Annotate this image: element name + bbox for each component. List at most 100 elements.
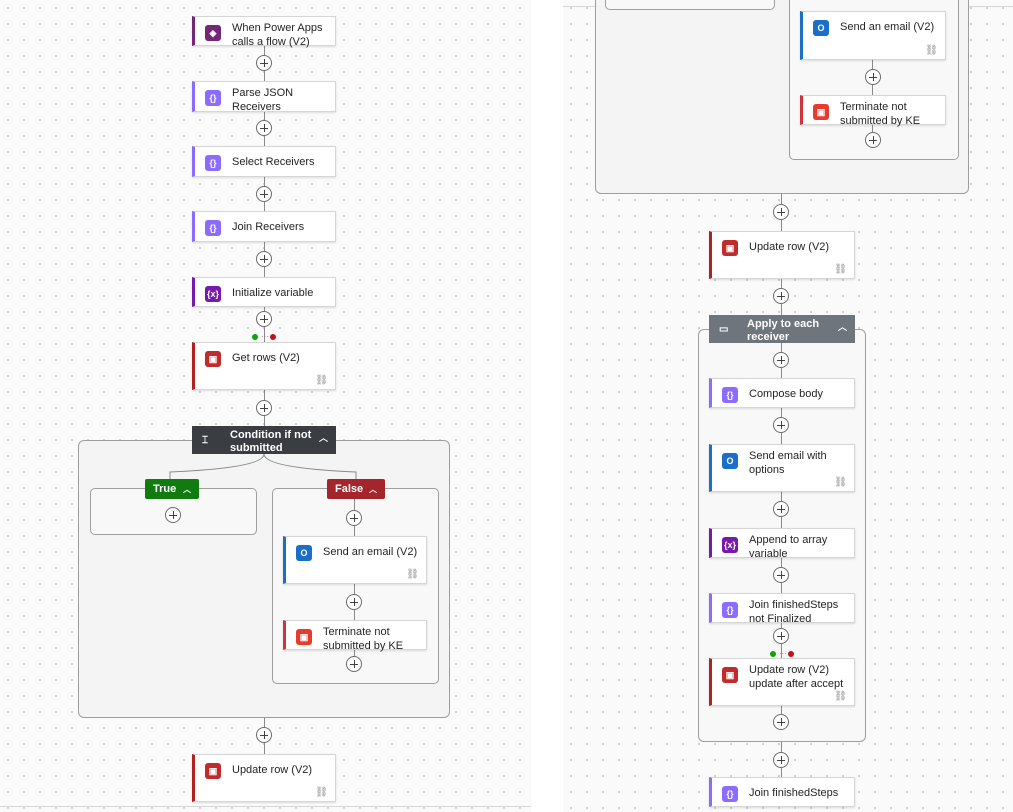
terminate-card[interactable]: ▣ Terminate not submitted by KE	[800, 95, 946, 127]
add-step-button[interactable]	[773, 417, 789, 433]
apply-to-each-header[interactable]: ▭ Apply to each receiver ︿	[709, 315, 855, 343]
link-icon: ⛓	[315, 375, 328, 386]
chevron-up-icon[interactable]: ︿	[837, 322, 847, 332]
send-email-options-label: Send email with options	[749, 450, 827, 476]
terminate-icon: ▣	[296, 629, 312, 645]
excel-icon: ▣	[722, 667, 738, 683]
update-row-accept-card[interactable]: ▣ Update row (V2) update after accept ⛓	[709, 658, 855, 706]
parse-json-card[interactable]: {} Parse JSON Receivers	[192, 81, 336, 113]
update-row-label: Update row (V2)	[749, 241, 830, 253]
send-email-label: Send an email (V2)	[323, 546, 418, 558]
join-finished-label: Join finishedSteps not Finalized	[749, 599, 839, 625]
append-array-card[interactable]: {x} Append to array variable	[709, 528, 855, 560]
failure-run-after-icon	[788, 651, 794, 657]
add-step-button[interactable]	[256, 311, 272, 327]
chevron-up-icon[interactable]: ︿	[318, 433, 328, 443]
join-finished-card[interactable]: {} Join finishedSteps not Finalized	[709, 593, 855, 625]
add-step-button[interactable]	[773, 628, 789, 644]
variable-icon: {x}	[205, 286, 221, 302]
failure-run-after-icon	[270, 334, 276, 340]
update-row-card[interactable]: ▣ Update row (V2) ⛓	[709, 231, 855, 279]
trigger-card[interactable]: ◈ When Power Apps calls a flow (V2)	[192, 16, 336, 48]
add-step-button[interactable]	[865, 69, 881, 85]
get-rows-label: Get rows (V2)	[232, 352, 300, 364]
init-variable-card[interactable]: {x} Initialize variable	[192, 277, 336, 307]
divider	[0, 806, 531, 807]
connector	[872, 125, 873, 132]
outlook-icon: O	[722, 453, 738, 469]
add-step-button[interactable]	[256, 55, 272, 71]
outlook-icon: O	[296, 545, 312, 561]
add-step-button[interactable]	[773, 204, 789, 220]
send-email-card[interactable]: O Send an email (V2) ⛓	[800, 11, 946, 60]
update-row-label: Update row (V2)	[232, 764, 313, 776]
compose-body-label: Compose body	[749, 388, 823, 400]
true-branch-container-continued	[605, 0, 775, 10]
link-icon: ⛓	[834, 691, 847, 702]
link-icon: ⛓	[834, 477, 847, 488]
join-card[interactable]: {} Join Receivers	[192, 211, 336, 242]
ellipsis-icon: ···	[261, 332, 269, 341]
send-email-card[interactable]: O Send an email (V2) ⛓	[283, 536, 427, 584]
add-step-button[interactable]	[865, 132, 881, 148]
power-apps-icon: ◈	[205, 25, 221, 41]
add-step-button[interactable]	[256, 120, 272, 136]
link-icon: ⛓	[925, 45, 938, 56]
condition-title: Condition if not submitted	[230, 429, 312, 454]
send-email-label: Send an email (V2)	[840, 21, 935, 33]
link-icon: ⛓	[406, 569, 419, 580]
get-rows-card[interactable]: ▣ Get rows (V2) ⛓	[192, 342, 336, 390]
add-step-button[interactable]	[773, 567, 789, 583]
add-step-button[interactable]	[165, 507, 181, 523]
select-card[interactable]: {} Select Receivers	[192, 146, 336, 177]
link-icon: ⛓	[834, 264, 847, 275]
apply-to-each-title: Apply to each receiver	[747, 318, 820, 343]
terminate-label: Terminate not submitted by KE	[840, 101, 921, 127]
data-operation-icon: {}	[722, 786, 738, 802]
add-step-button[interactable]	[346, 594, 362, 610]
join-steps-card[interactable]: {} Join finishedSteps	[709, 777, 855, 807]
false-branch-pill[interactable]: False ︿	[327, 479, 385, 499]
add-step-button[interactable]	[346, 656, 362, 672]
add-step-button[interactable]	[773, 752, 789, 768]
join-steps-label: Join finishedSteps	[749, 787, 839, 799]
compose-body-card[interactable]: {} Compose body	[709, 378, 855, 408]
parse-json-label: Parse JSON Receivers	[232, 87, 294, 113]
data-operation-icon: {}	[205, 155, 221, 171]
update-row-card[interactable]: ▣ Update row (V2) ⛓	[192, 754, 336, 802]
terminate-icon: ▣	[813, 104, 829, 120]
add-step-button[interactable]	[256, 727, 272, 743]
add-step-button[interactable]	[256, 186, 272, 202]
add-step-button[interactable]	[773, 352, 789, 368]
condition-icon: ⌶	[202, 435, 208, 446]
success-run-after-icon	[252, 334, 258, 340]
condition-header[interactable]: ⌶ Condition if not submitted ︿	[192, 426, 336, 454]
link-icon: ⛓	[315, 787, 328, 798]
send-email-options-card[interactable]: O Send email with options ⛓	[709, 444, 855, 492]
success-run-after-icon	[770, 651, 776, 657]
add-step-button[interactable]	[346, 510, 362, 526]
flow-canvas-left[interactable]: ◈ When Power Apps calls a flow (V2) {} P…	[0, 0, 531, 812]
flow-canvas-right[interactable]: O Send an email (V2) ⛓ ▣ Terminate not s…	[563, 0, 1013, 812]
add-step-button[interactable]	[256, 251, 272, 267]
add-step-button[interactable]	[256, 400, 272, 416]
chevron-up-icon[interactable]: ︿	[369, 485, 377, 494]
loop-icon: ▭	[719, 324, 729, 335]
data-operation-icon: {}	[205, 220, 221, 236]
join-label: Join Receivers	[232, 221, 305, 233]
connector	[354, 650, 355, 656]
terminate-card[interactable]: ▣ Terminate not submitted by KE	[283, 620, 427, 652]
update-row-accept-label: Update row (V2) update after accept	[749, 664, 844, 690]
data-operation-icon: {}	[722, 387, 738, 403]
chevron-up-icon[interactable]: ︿	[183, 485, 191, 494]
true-branch-label: True	[153, 483, 177, 495]
add-step-button[interactable]	[773, 714, 789, 730]
add-step-button[interactable]	[773, 288, 789, 304]
true-branch-pill[interactable]: True ︿	[145, 479, 199, 499]
terminate-label: Terminate not submitted by KE	[323, 626, 404, 652]
data-operation-icon: {}	[205, 90, 221, 106]
outlook-icon: O	[813, 20, 829, 36]
append-array-label: Append to array variable	[749, 534, 828, 560]
add-step-button[interactable]	[773, 501, 789, 517]
data-operation-icon: {}	[722, 602, 738, 618]
